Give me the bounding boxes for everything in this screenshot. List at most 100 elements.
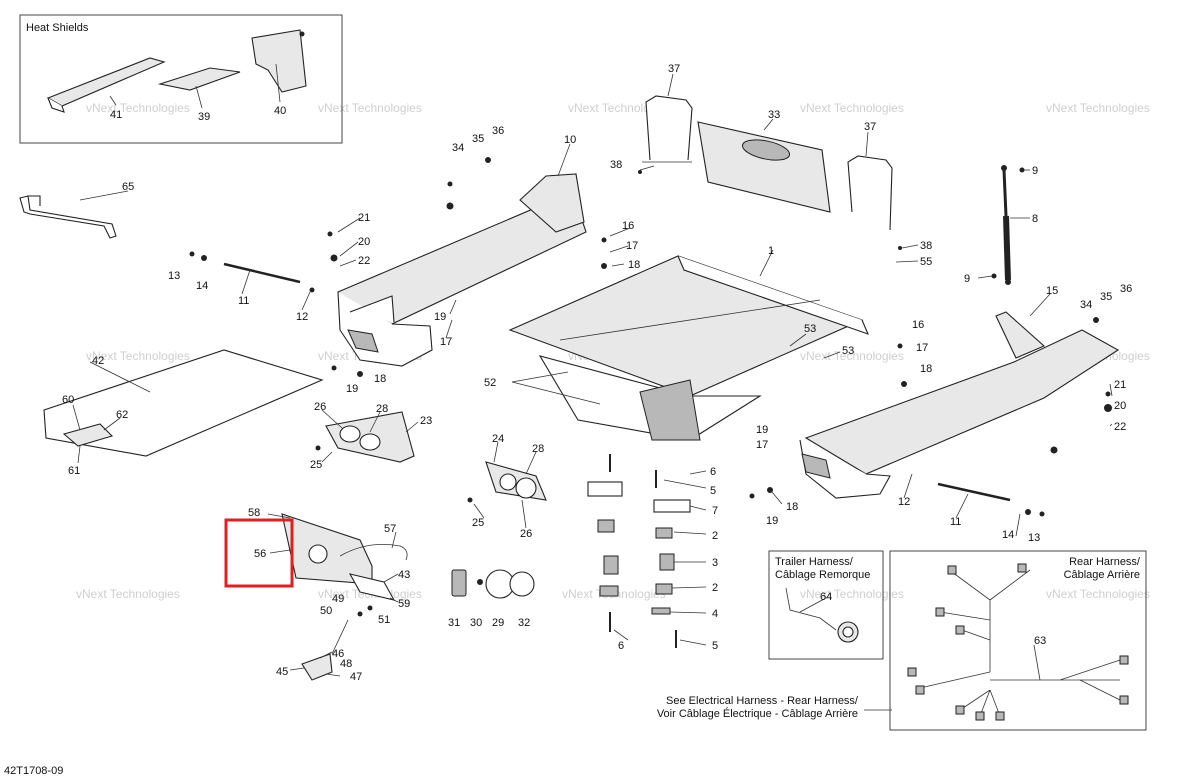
panel-border [19,14,343,144]
callout-43: 43 [398,569,410,581]
connector-56 [308,544,328,564]
leader [369,411,381,433]
clip-4 [651,607,671,615]
left-rail-upright [519,173,585,233]
watermark: vNext Technologies [318,101,422,115]
callout-52: 52 [484,377,496,389]
leader [195,85,203,109]
callout-6: 6 [710,466,716,478]
leader [72,404,81,431]
callout-21: 21 [358,212,370,224]
bolt [357,611,363,617]
callout-13: 13 [168,270,180,282]
grommet-28 [499,473,517,491]
washer-20 [330,254,338,262]
leader [977,275,993,279]
heat-shield-41-edge [47,97,65,113]
bracket-65 [19,195,117,239]
grab-handle-37 [645,95,693,161]
leader [903,473,913,499]
bracket-plate-58 [281,513,373,585]
leader [525,451,537,475]
leader [89,361,151,393]
callout-labels: 65 41 39 40 10 37 33 37 34 35 36 38 9 8 … [62,63,1132,683]
callout-39: 39 [198,111,210,123]
callout-7: 7 [712,505,718,517]
washer-14 [1025,509,1031,515]
callout-38: 38 [610,159,622,171]
washer-20 [1104,404,1112,412]
rod-11-right [937,482,1011,502]
watermark: vNext Technologies [800,101,904,115]
rear-harness-panel: Rear Harness/ Câblage Arrière 63 [889,550,1147,731]
leader [521,499,527,529]
callout-12: 12 [898,496,910,508]
callout-46: 46 [332,648,344,660]
harness-63 [919,569,1121,717]
plate-7 [587,481,623,497]
harness-note: See Electrical Harness - Rear Harness/ V… [657,695,892,720]
tailgate-logo [741,139,791,161]
part-32 [509,571,535,597]
leader [679,639,707,646]
watermark: vNext Technologies [76,587,180,601]
pin-38 [898,246,902,250]
leader [1109,404,1113,409]
watermark: vNext Technologies [86,101,190,115]
leader [901,244,919,249]
washer [446,202,454,210]
part-30 [477,579,483,585]
highlight-box [224,518,294,588]
tailgate-assembly [642,95,893,231]
callout-17: 17 [440,336,452,348]
callout-29: 29 [492,617,504,629]
watermark: vNext Technologies [800,349,904,363]
bolt [299,31,305,37]
callout-11: 11 [238,295,249,307]
leader [79,190,129,201]
left-rail-assembly [337,173,587,367]
floor-panel-42 [43,349,324,457]
panel-subtitle: Câblage Arrière [1064,569,1140,581]
callout-57: 57 [384,523,396,535]
callout-21: 21 [1114,379,1126,391]
callout-37: 37 [668,63,680,75]
leader [405,421,419,433]
callout-10: 10 [564,134,576,146]
bolt-25 [315,445,321,451]
callout-35: 35 [472,133,484,145]
callout-36: 36 [492,125,504,137]
callout-34: 34 [1080,299,1092,311]
leader [493,441,499,463]
callout-5: 5 [712,640,718,652]
leader [289,667,305,671]
bolt [1001,165,1007,171]
right-rail-hole [801,453,831,479]
callout-53: 53 [804,323,816,335]
leader [639,165,655,171]
leader [667,73,674,97]
leader [473,503,485,519]
leader [865,131,869,157]
leader [673,531,707,535]
note-line-1: See Electrical Harness - Rear Harness/ [666,695,859,707]
tailgate-33 [697,121,831,213]
bracket-plate-assembly [281,513,408,617]
leader [789,333,807,347]
panel-title: Trailer Harness/ [775,556,854,568]
callout-20: 20 [358,236,370,248]
callout-25: 25 [472,517,484,529]
leader [763,118,774,131]
callout-4: 4 [712,608,718,620]
callout-3: 3 [712,557,718,569]
leader [895,260,919,263]
connector [955,705,965,715]
panel-border [768,550,884,660]
callout-56: 56 [254,548,266,560]
leader-lines [72,63,1113,681]
leader [445,319,453,339]
leader [955,493,969,519]
plate-7 [653,499,691,513]
bolt-16 [601,237,607,243]
clips-column [587,454,691,648]
